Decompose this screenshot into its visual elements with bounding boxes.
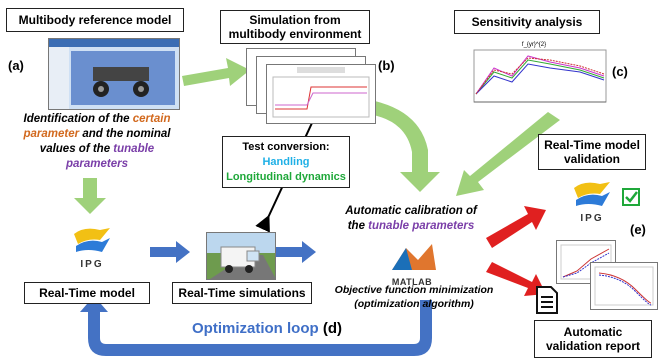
tunable-parameters-text: tunable parameters	[65, 142, 155, 170]
label-b: (b)	[378, 58, 395, 73]
label-c: (c)	[612, 64, 628, 79]
report-plot-front-image	[594, 266, 654, 306]
longitudinal-dynamics-text: Longitudinal dynamics	[226, 170, 346, 183]
objective-function-text: Objective function minimization (optimiz…	[326, 284, 502, 311]
arrow-to-validation	[486, 206, 546, 248]
identification-part1: Identification of the	[23, 113, 133, 125]
arrow-simulation-to-calibration	[368, 100, 440, 192]
optimization-loop-text: Optimization loop	[192, 320, 319, 337]
arrow-to-report	[486, 262, 546, 296]
certain-parameter-text: certain parameter	[23, 113, 171, 140]
objective-line1: Objective function minimization	[334, 284, 494, 296]
van-on-road-image	[207, 246, 275, 279]
multibody-reference-model-box: Multibody reference model	[6, 8, 184, 32]
multibody-reference-model-label: Multibody reference model	[18, 12, 172, 27]
realtime-simulations-label: Real-Time simulations	[178, 285, 306, 300]
simulation-plot-image	[272, 67, 370, 118]
calibration-tunable-text: tunable parameters	[368, 219, 475, 232]
matlab-icon	[392, 244, 436, 270]
simulation-label: Simulation from multibody environment	[228, 12, 362, 41]
simulation-box: Simulation from multibody environment	[220, 10, 370, 44]
ipg-icon	[74, 228, 110, 252]
matlab-wordmark: MATLAB	[391, 277, 433, 287]
label-d: (d)	[322, 320, 342, 337]
sensitivity-plot-image: f_{yr}^{2}	[473, 42, 607, 103]
ipg-icon-right	[574, 182, 610, 206]
calibration-text: Automatic calibration of the tunable par…	[338, 204, 484, 234]
checkbox-checked-icon	[622, 188, 640, 206]
objective-line2: (optimization algorithm)	[354, 297, 474, 310]
handling-text: Handling	[262, 155, 310, 168]
test-conversion-box: Test conversion: Handling Longitudinal d…	[222, 136, 350, 188]
realtime-model-box: Real-Time model	[24, 282, 150, 304]
identification-text: Identification of the certain parameter …	[8, 112, 186, 172]
multibody-vehicle-image	[49, 39, 179, 109]
arrow-optimization-loop	[80, 296, 432, 356]
document-icon-svg	[536, 286, 558, 314]
arrow-multibody-to-simulation	[182, 58, 250, 86]
ipg-wordmark-right: IPG	[580, 213, 604, 224]
arrow-sensitivity-to-calibration	[456, 112, 560, 196]
label-e: (e)	[630, 222, 646, 237]
realtime-model-validation-label: Real-Time model validation	[544, 137, 640, 166]
test-conversion-title: Test conversion:	[242, 141, 330, 153]
realtime-model-label: Real-Time model	[39, 285, 135, 300]
optimization-loop-label: Optimization loop (d)	[192, 320, 342, 337]
checkmark-icon	[625, 191, 638, 203]
realtime-simulation-image	[206, 232, 276, 280]
ipg-wordmark: IPG	[80, 259, 104, 270]
arrow-rtmodel-to-rtsim	[150, 241, 190, 263]
realtime-simulations-box: Real-Time simulations	[172, 282, 312, 304]
report-plot-front	[590, 262, 658, 310]
matlab-logo: MATLAB	[384, 242, 440, 287]
arrow-identification-to-rtmodel	[74, 178, 106, 214]
automatic-validation-report-label: Automatic validation report	[545, 324, 640, 353]
ipg-logo-left: IPG	[70, 224, 114, 270]
arrow-rtsim-to-matlab	[276, 241, 316, 263]
document-icon	[536, 286, 558, 314]
calibration-part1: Automatic calibration of the	[345, 205, 477, 232]
identification-part2: and the nominal values of the	[39, 127, 171, 155]
label-a: (a)	[8, 58, 24, 73]
simulation-plot-thumbnail	[266, 64, 376, 124]
ipg-logo-right: IPG	[570, 178, 614, 224]
automatic-validation-report-box: Automatic validation report	[534, 320, 652, 358]
sensitivity-plot: f_{yr}^{2}	[460, 38, 610, 112]
sensitivity-analysis-label: Sensitivity analysis	[471, 14, 583, 29]
multibody-model-screenshot	[48, 38, 180, 110]
realtime-model-validation-box: Real-Time model validation	[538, 134, 646, 170]
sensitivity-plot-title: f_{yr}^{2}	[522, 42, 546, 48]
sensitivity-analysis-box: Sensitivity analysis	[454, 10, 600, 34]
